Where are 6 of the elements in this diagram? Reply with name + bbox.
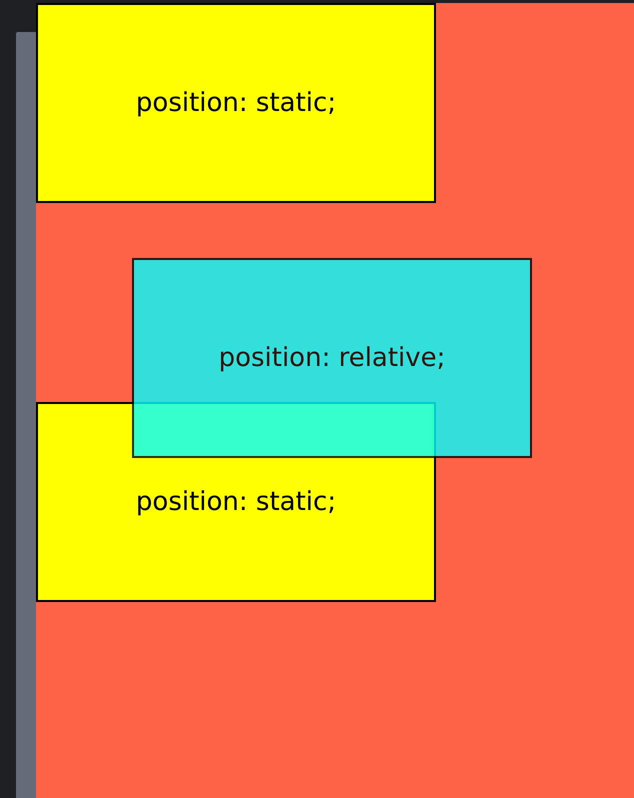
static-box <box>36 3 436 203</box>
relative-box <box>132 258 532 458</box>
position-label: position: relative; <box>218 342 446 374</box>
position-label: position: static; <box>136 486 336 518</box>
position-label: position: static; <box>136 86 336 120</box>
side-bar <box>16 32 36 798</box>
